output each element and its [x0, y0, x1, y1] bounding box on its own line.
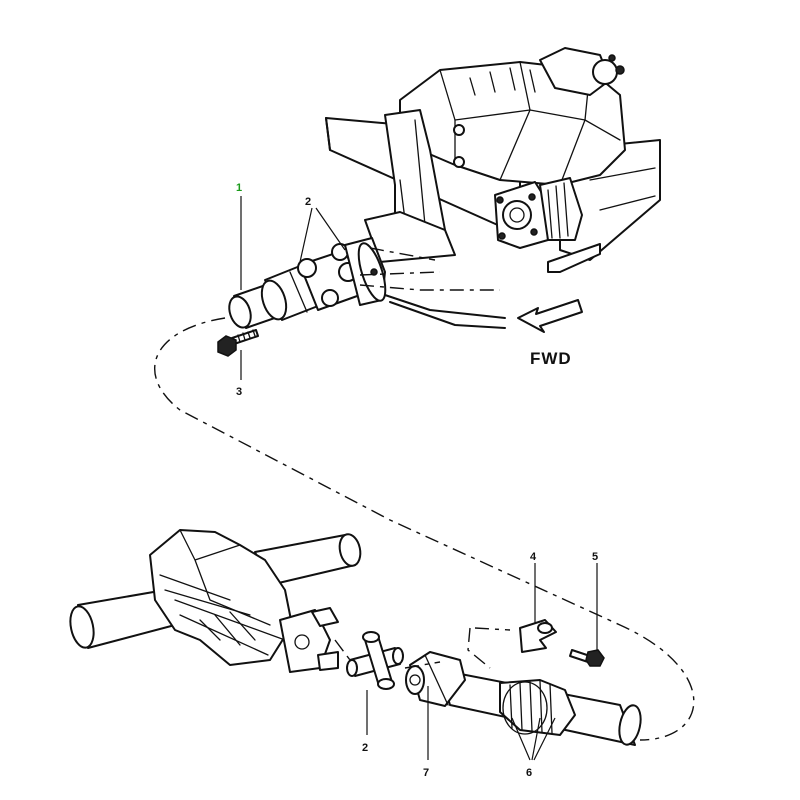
- callout-1: 1: [236, 182, 242, 194]
- callout-7: 7: [423, 767, 429, 779]
- callouts: 1 2 3 4 5 2 6 7: [236, 182, 598, 779]
- callout-3: 3: [236, 386, 242, 398]
- transfer-case-assembly: [325, 47, 661, 329]
- u-joint-2-icon: [346, 631, 404, 690]
- bolt-3-icon: [217, 329, 259, 357]
- bracket-4-icon: [519, 619, 557, 653]
- fwd-label: FWD: [530, 349, 572, 368]
- callout-6: 6: [526, 767, 532, 779]
- callout-5: 5: [592, 551, 598, 563]
- phantom-lines: [154, 247, 695, 741]
- rear-driveshaft: [405, 651, 642, 746]
- forward-arrow-icon: [517, 299, 583, 333]
- callout-4: 4: [530, 551, 537, 563]
- bolt-5-icon: [569, 649, 605, 667]
- front-driveshaft: [228, 237, 387, 329]
- callout-2-bottom: 2: [362, 742, 368, 754]
- rear-axle-assembly: [69, 529, 362, 673]
- callout-2-top: 2: [305, 196, 311, 208]
